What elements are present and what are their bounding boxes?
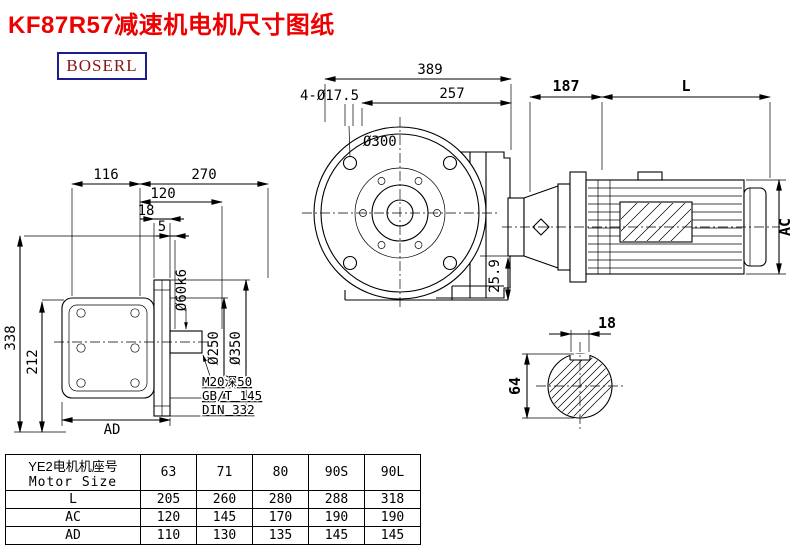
row-label-AC: AC	[5, 508, 141, 527]
side-bolt-holes	[76, 308, 140, 388]
cell-AD-90L: 145	[364, 526, 421, 545]
table-col-71: 71	[196, 454, 253, 491]
dim-25-9: 25.9	[487, 259, 503, 293]
side-housing	[61, 297, 155, 399]
cell-L-63: 205	[140, 490, 197, 509]
terminal-box-hatch	[621, 203, 691, 241]
table-row-AD: AD 110 130 135 145 145	[5, 526, 421, 545]
table-header-row: YE2电机机座号 Motor Size 63 71 80 90S 90L	[5, 454, 421, 491]
dim-64: 64	[506, 377, 524, 395]
brand-logo-text: BOSERL	[66, 56, 138, 75]
front-view-dimensions: 389 257 4-Ø17.5 Ø300 25.9	[300, 62, 514, 301]
dim-shaft-dia: Ø60k6	[174, 269, 190, 311]
dim-18: 18	[138, 203, 155, 219]
cell-L-71: 260	[196, 490, 253, 509]
dim-389: 389	[417, 62, 442, 78]
side-view	[54, 279, 214, 417]
table-header-en: Motor Size	[28, 474, 118, 490]
row-label-AD: AD	[5, 526, 141, 545]
dim-AC: AC	[776, 218, 794, 236]
table-header-motor-size: YE2电机机座号 Motor Size	[5, 454, 141, 491]
shaft-end-dimensions: 18 64	[506, 314, 616, 419]
dim-key-18: 18	[598, 314, 616, 332]
note-gb: GB/T 145	[202, 388, 262, 403]
cell-AD-80: 135	[252, 526, 309, 545]
bell-diamond-mark	[532, 218, 550, 236]
table-col-80: 80	[252, 454, 309, 491]
table-row-AC: AC 120 145 170 190 190	[5, 508, 421, 527]
dim-257: 257	[439, 86, 464, 102]
dim-120: 120	[150, 186, 175, 202]
cell-AC-90L: 190	[364, 508, 421, 527]
label-flange-dia: Ø300	[363, 134, 397, 150]
dim-116: 116	[93, 167, 118, 183]
dim-212: 212	[25, 349, 41, 374]
cell-AD-63: 110	[140, 526, 197, 545]
motor-view	[502, 171, 780, 283]
side-view-dimensions: 116 270 120 18 5 338 212 AD Ø60k6 Ø25	[3, 167, 269, 438]
gearbox-foot	[344, 285, 509, 301]
label-bolt-holes: 4-Ø17.5	[300, 88, 359, 104]
table-header-cn: YE2电机机座号	[28, 458, 118, 474]
dim-L: L	[681, 77, 690, 95]
note-din: DIN 332	[202, 402, 255, 417]
table-col-90S: 90S	[308, 454, 365, 491]
brand-logo: BOSERL	[57, 52, 147, 80]
terminal-box	[619, 201, 693, 243]
motor-size-table: YE2电机机座号 Motor Size 63 71 80 90S 90L L 2…	[5, 454, 421, 545]
note-tap: M20深50	[202, 374, 252, 389]
dim-AD: AD	[104, 422, 121, 438]
cell-AC-90S: 190	[308, 508, 365, 527]
dim-270: 270	[191, 167, 216, 183]
cell-AD-90S: 145	[308, 526, 365, 545]
row-label-L: L	[5, 490, 141, 509]
front-view	[302, 117, 511, 309]
dim-5: 5	[158, 219, 166, 235]
cell-AD-71: 130	[196, 526, 253, 545]
table-col-90L: 90L	[364, 454, 421, 491]
cell-AC-71: 145	[196, 508, 253, 527]
table-row-L: L 205 260 280 288 318	[5, 490, 421, 509]
table-col-63: 63	[140, 454, 197, 491]
cell-AC-80: 170	[252, 508, 309, 527]
cell-L-80: 280	[252, 490, 309, 509]
dim-flange-dia-side: Ø350	[228, 331, 244, 365]
page-title: KF87R57减速机电机尺寸图纸	[8, 12, 335, 39]
shaft-end-view: 18 64	[506, 314, 624, 430]
dim-187: 187	[552, 77, 579, 95]
cell-L-90L: 318	[364, 490, 421, 509]
motor-dimensions: 187 L AC	[529, 77, 794, 275]
flange-bolt-holes	[342, 155, 458, 271]
cell-L-90S: 288	[308, 490, 365, 509]
dim-spigot-dia: Ø250	[206, 331, 222, 365]
dim-338: 338	[3, 325, 19, 350]
lifting-lug	[637, 171, 663, 181]
cell-AC-63: 120	[140, 508, 197, 527]
